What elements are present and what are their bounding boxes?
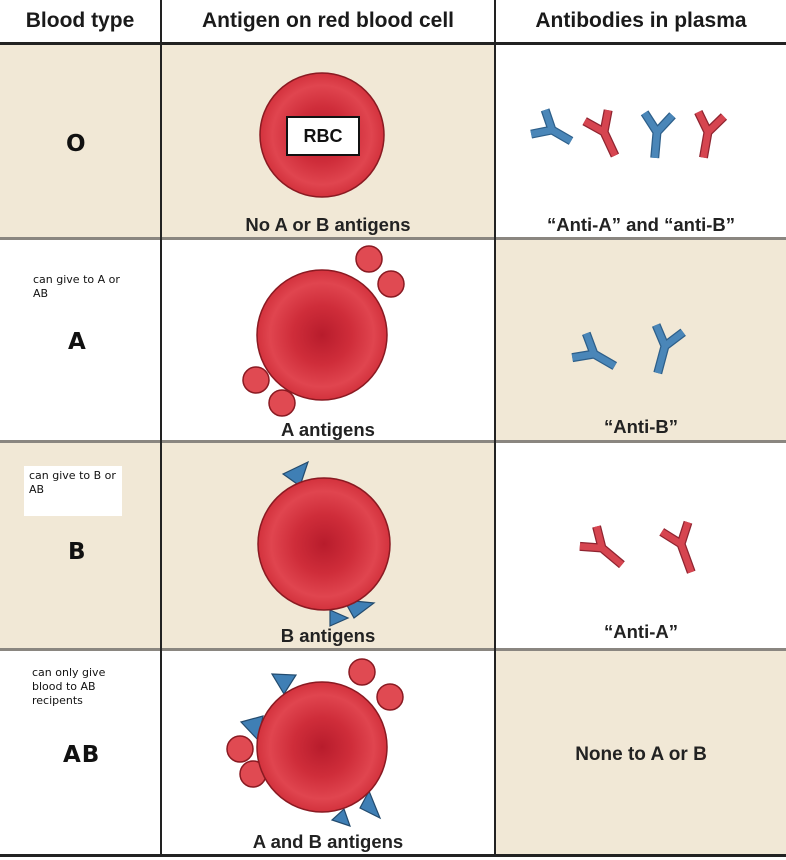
anti-a-antibody-icon (694, 110, 728, 159)
antigen-caption-o: No A or B antigens (245, 214, 411, 235)
donor-note-a: can give to A or AB (28, 270, 140, 304)
header-divider (0, 42, 786, 45)
antibody-caption-o: “Anti-A” and “anti-B” (546, 214, 736, 235)
row-b-antibody-bg (496, 443, 786, 648)
blood-type-b: B (68, 539, 87, 565)
row-a-antibody-bg (496, 240, 786, 440)
anti-b-antibody-icon (571, 331, 618, 370)
row-o-antibody-bg (496, 45, 786, 237)
antigen-caption-b: B antigens (280, 625, 376, 646)
anti-b-antibody-icon (640, 110, 676, 159)
row-divider-3 (0, 648, 786, 651)
donor-note-ab: can only give blood to AB recipents (27, 663, 129, 711)
column-divider-2 (494, 0, 496, 857)
rbc-label-box: RBC (286, 116, 360, 156)
a-antigen-icon (226, 658, 404, 788)
anti-b-antibody-icon (530, 108, 574, 145)
row-divider-2 (0, 440, 786, 443)
anti-a-antibody-icon (659, 520, 696, 574)
anti-a-antibody-icon (582, 109, 620, 158)
a-antigen-icon (242, 245, 405, 417)
blood-type-ab: AB (63, 742, 101, 768)
b-antigen-icon (239, 673, 382, 827)
antibody-caption-ab: None to A or B (575, 744, 707, 765)
anti-b-antibody-icon (651, 323, 686, 375)
column-divider-1 (160, 0, 162, 857)
antigen-caption-ab: A and B antigens (252, 831, 404, 852)
antibody-caption-a: “Anti-B” (604, 416, 678, 437)
antigen-caption-a: A antigens (281, 419, 375, 440)
row-ab-antibody-bg (496, 651, 786, 854)
header-antigen: Antigen on red blood cell (202, 9, 454, 32)
header-antibodies: Antibodies in plasma (535, 9, 747, 32)
antibody-caption-b: “Anti-A” (604, 621, 678, 642)
header-blood-type: Blood type (25, 9, 135, 32)
blood-type-a: A (68, 329, 87, 355)
bottom-border (0, 854, 786, 857)
donor-note-b: can give to B or AB (24, 466, 122, 516)
anti-a-antibody-icon (579, 525, 625, 569)
row-o-type-bg (0, 45, 160, 237)
row-divider-1 (0, 237, 786, 240)
blood-type-o: O (66, 131, 87, 157)
